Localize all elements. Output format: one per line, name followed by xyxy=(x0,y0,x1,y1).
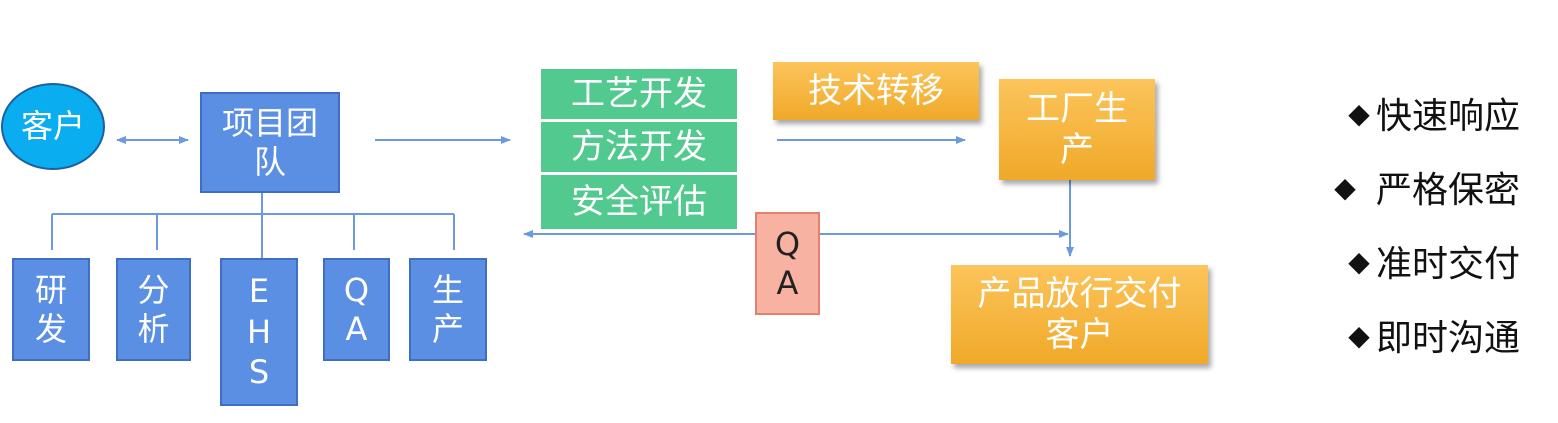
factory-production-node: 工厂生 产 xyxy=(999,79,1155,180)
feature-label: 准时交付 xyxy=(1376,244,1521,285)
release-delivery-node: 产品放行交付 客户 xyxy=(951,265,1208,364)
feature-label: 即时沟通 xyxy=(1376,318,1521,359)
feature-list: ◆ 快速响应 ◆ 严格保密 ◆ 准时交付 ◆ 即时沟通 xyxy=(1326,76,1558,372)
project-team-node: 项目团 队 xyxy=(200,92,340,193)
safety-eval-node: 安全评估 xyxy=(541,175,737,229)
feature-item: ◆ 严格保密 xyxy=(1326,150,1558,224)
feature-item: ◆ 准时交付 xyxy=(1326,224,1558,298)
customer-node: 客户 xyxy=(1,83,105,170)
tech-transfer-node: 技术转移 xyxy=(773,62,979,120)
feature-label: 快速响应 xyxy=(1376,96,1521,137)
feature-item: ◆ 快速响应 xyxy=(1326,76,1558,150)
production-node: 生 产 xyxy=(409,258,487,361)
method-dev-node: 方法开发 xyxy=(541,122,737,172)
diamond-icon: ◆ xyxy=(1348,244,1370,278)
diamond-icon: ◆ xyxy=(1348,318,1370,352)
diamond-icon: ◆ xyxy=(1334,170,1356,204)
qa-center-node: Q A xyxy=(755,212,820,315)
process-dev-node: 工艺开发 xyxy=(541,69,737,119)
feature-item: ◆ 即时沟通 xyxy=(1326,298,1558,372)
rd-node: 研 发 xyxy=(12,258,90,361)
feature-label: 严格保密 xyxy=(1376,170,1521,211)
analysis-node: 分 析 xyxy=(116,258,191,361)
diamond-icon: ◆ xyxy=(1348,96,1370,130)
ehs-node: E H S xyxy=(220,258,298,406)
qa-node: Q A xyxy=(323,258,390,361)
